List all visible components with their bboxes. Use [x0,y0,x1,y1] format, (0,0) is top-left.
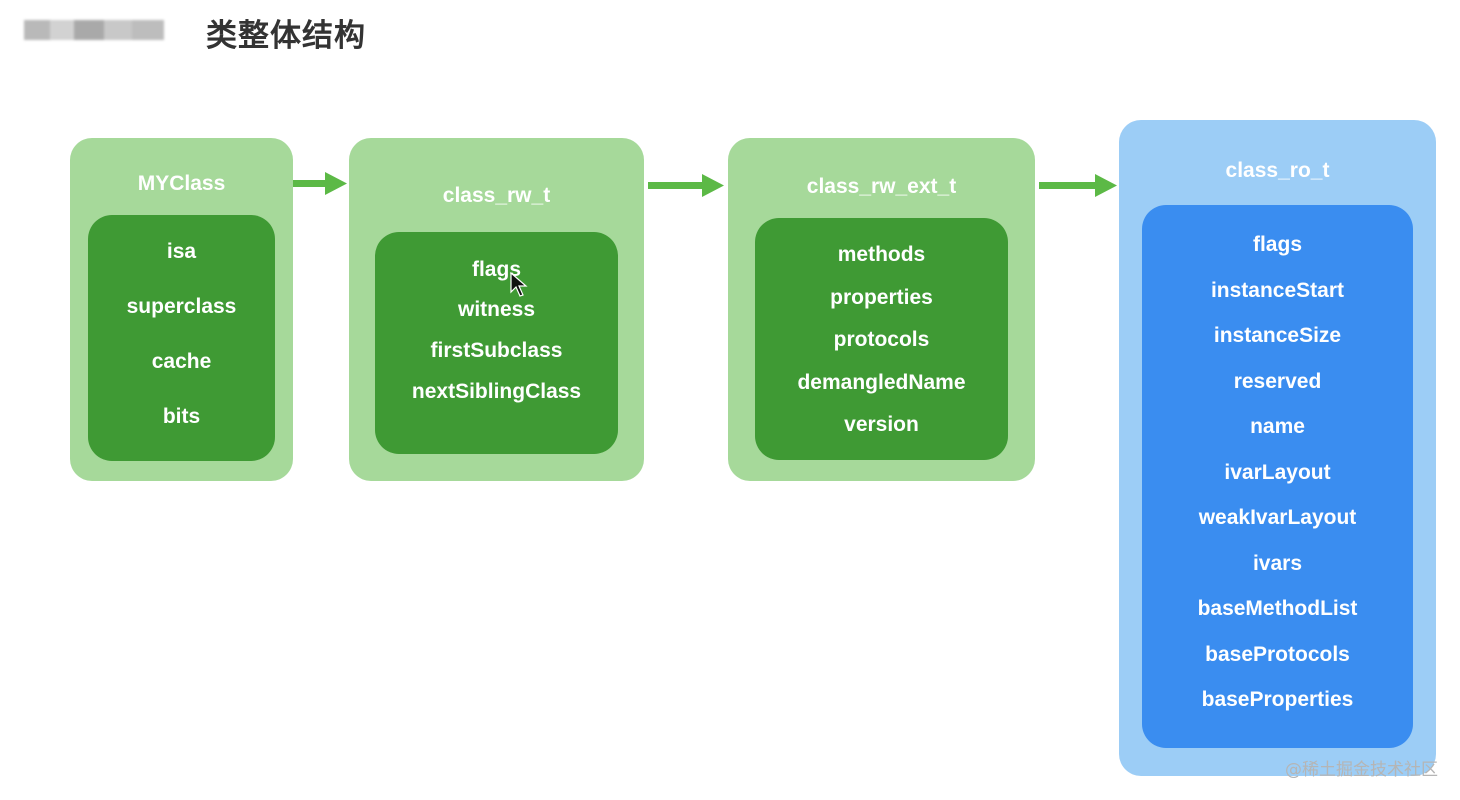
blurred-logo [24,20,164,40]
field-witness: witness [457,298,536,321]
field-bits: bits [162,405,201,428]
field-name: name [1250,415,1305,438]
arrow-right-icon [1039,174,1117,197]
inner-myclass: isa superclass cache bits [88,215,275,461]
field-isa: isa [166,240,197,263]
box-class-ro-t: class_ro_t flags instanceStart instanceS… [1119,120,1436,776]
field-flags: flags [1252,233,1302,256]
field-protocols: protocols [833,328,930,351]
field-properties: properties [830,286,933,309]
field-instancestart: instanceStart [1210,279,1345,302]
mouse-cursor-icon [510,272,528,297]
field-reserved: reserved [1233,370,1322,393]
field-firstsubclass: firstSubclass [430,339,563,362]
field-basemethodlist: baseMethodList [1197,597,1358,620]
box-class-rw-ext-t: class_rw_ext_t methods properties protoc… [728,138,1035,481]
field-version: version [844,413,919,436]
box-title-class-rw-t: class_rw_t [442,184,551,207]
box-title-myclass: MYClass [137,172,226,195]
field-ivarlayout: ivarLayout [1224,461,1331,484]
watermark: @稀土掘金技术社区 [1285,760,1438,780]
field-nextsiblingclass: nextSiblingClass [411,380,582,403]
field-baseproperties: baseProperties [1201,688,1354,711]
field-baseprotocols: baseProtocols [1205,643,1350,666]
field-flags: flags [471,258,521,281]
field-weakivarlayout: weakIvarLayout [1198,506,1357,529]
inner-class-rw-ext-t: methods properties protocols demangledNa… [755,218,1008,460]
field-superclass: superclass [126,295,237,318]
field-demangledname: demangledName [797,371,966,394]
inner-class-rw-t: flags witness firstSubclass nextSiblingC… [375,232,618,454]
field-ivars: ivars [1252,552,1303,575]
box-myclass: MYClass isa superclass cache bits [70,138,293,481]
field-cache: cache [151,350,212,373]
field-methods: methods [837,243,926,266]
box-title-class-rw-ext-t: class_rw_ext_t [806,175,957,198]
arrow-right-icon [648,174,724,197]
box-class-rw-t: class_rw_t flags witness firstSubclass n… [349,138,644,481]
page-title: 类整体结构 [206,18,366,54]
arrow-right-icon [293,172,347,195]
inner-class-ro-t: flags instanceStart instanceSize reserve… [1142,205,1413,748]
box-title-class-ro-t: class_ro_t [1225,159,1330,182]
field-instancesize: instanceSize [1213,324,1342,347]
